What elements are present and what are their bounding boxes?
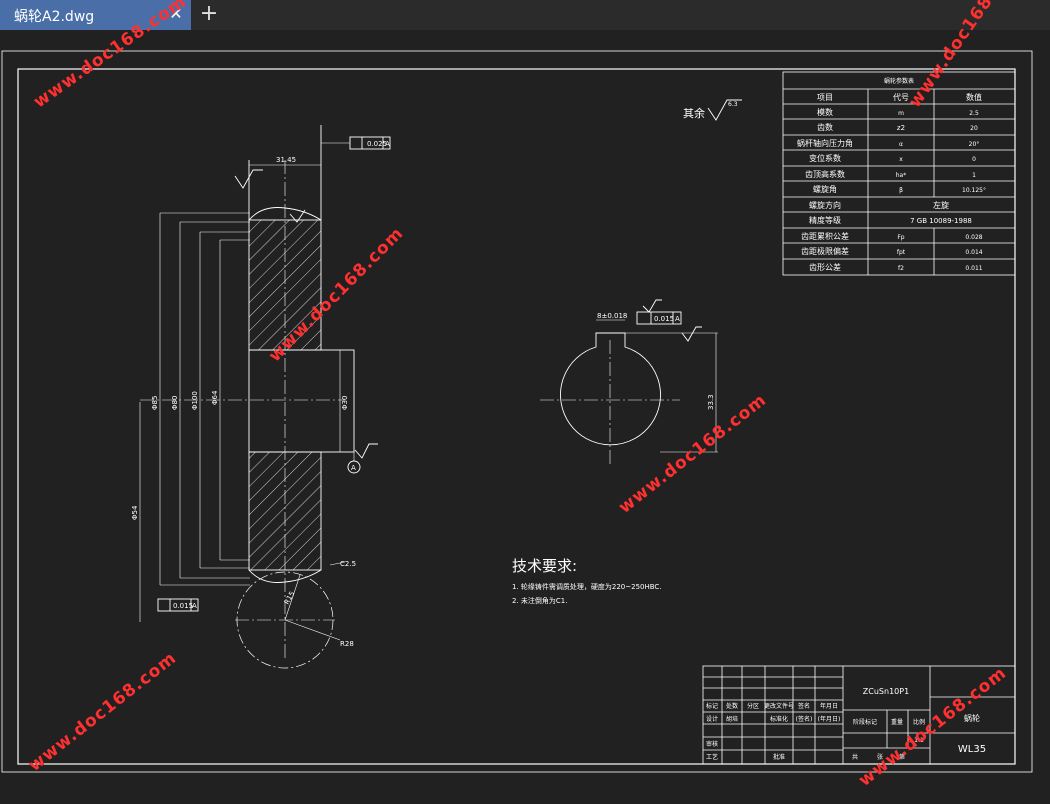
title-label-sheet-no: 第 xyxy=(899,753,905,761)
roughness-value: 6.3 xyxy=(728,101,738,108)
title-label-stage-mark: 阶段标记 xyxy=(853,718,877,726)
tol-sym-value: 0.015 xyxy=(654,315,674,323)
param-row-code: f2 xyxy=(898,265,904,272)
title-scale-value: 1:1 xyxy=(914,737,924,744)
param-row-code: ha* xyxy=(896,172,906,179)
title-label-date: 年月日 xyxy=(820,702,838,710)
param-row-name: 齿距累积公差 xyxy=(801,231,849,241)
param-row-name: 变位系数 xyxy=(809,153,841,163)
param-row-value: 20 xyxy=(970,125,978,132)
param-row-name: 齿顶高系数 xyxy=(805,169,845,179)
title-label-weight: 重量 xyxy=(891,718,903,726)
dim-bore: Φ30 xyxy=(341,396,349,410)
dim-tip-diameter: Φ80 xyxy=(171,396,179,410)
param-row-name: 齿距极限偏差 xyxy=(801,246,849,256)
close-icon[interactable]: ✕ xyxy=(169,4,183,23)
param-row-value: 0.014 xyxy=(965,249,982,256)
title-label-sign: 签名 xyxy=(798,702,810,710)
title-label-zone: 分区 xyxy=(747,702,759,710)
param-header-item: 项目 xyxy=(817,93,833,102)
dim-key-width: 8±0.018 xyxy=(597,312,627,320)
param-row-code: m xyxy=(898,110,904,117)
title-label-sign-date: (签名) xyxy=(796,715,813,723)
title-drawing-no: WL35 xyxy=(958,744,986,755)
dim-outer-diameter: Φ85 xyxy=(151,396,159,410)
add-tab-icon[interactable]: + xyxy=(199,1,219,26)
param-row-value: 7 GB 10089-1988 xyxy=(910,217,972,225)
title-label-approve: 批准 xyxy=(773,753,785,761)
param-header-value: 数值 xyxy=(966,92,982,102)
param-header-code: 代号 xyxy=(893,92,909,102)
tech-req-note-1: 1. 轮缘铸件需调质处理，硬度为220~250HBC. xyxy=(512,582,662,591)
param-row-code: Fp xyxy=(897,234,904,241)
parameter-table xyxy=(782,71,1016,276)
param-row-name: 螺旋角 xyxy=(813,184,837,194)
param-row-value: 0 xyxy=(972,156,976,163)
param-row-value: 2.5 xyxy=(969,110,979,117)
title-label-review: 审核 xyxy=(706,740,718,748)
param-row-code: fpt xyxy=(897,249,906,256)
dim-hub-diameter: Φ54 xyxy=(131,505,139,520)
tol-runout-value: 0.025 xyxy=(367,140,387,148)
title-label-process: 工艺 xyxy=(706,753,718,761)
title-label-ymd: (年月日) xyxy=(818,715,841,723)
tol-face-datum: A xyxy=(192,602,197,610)
param-row-name: 齿形公差 xyxy=(809,262,841,272)
title-label-standardize: 标准化 xyxy=(770,715,788,723)
keyway-side-view xyxy=(540,299,718,465)
param-row-name: 螺旋方向 xyxy=(809,200,841,210)
title-label-count: 处数 xyxy=(726,702,738,710)
param-row-value: 10.125° xyxy=(962,187,986,194)
param-row-code: β xyxy=(899,187,903,194)
title-material: ZCuSn10P1 xyxy=(863,687,909,696)
title-label-sheet: 张 xyxy=(877,753,883,761)
param-row-code: x xyxy=(899,156,903,163)
tol-runout-datum: A xyxy=(385,140,390,148)
tech-req-title: 技术要求: xyxy=(512,557,577,575)
roughness-note: 其余 xyxy=(683,106,705,120)
param-row-name: 蜗杆轴向压力角 xyxy=(797,138,853,148)
sheet-inner-border xyxy=(17,68,1016,765)
title-label-scale: 比例 xyxy=(913,718,925,726)
dim-key-depth: 33.3 xyxy=(707,394,715,410)
title-label-sheet-total: 共 xyxy=(852,753,858,761)
datum-a-label: A xyxy=(351,464,356,472)
title-part-name: 蜗轮 xyxy=(964,713,980,723)
title-label-design: 设计 xyxy=(706,715,718,723)
param-row-value: 1 xyxy=(972,172,976,179)
worm-wheel-section-view xyxy=(139,125,391,669)
tab-bar: 蜗轮A2.dwg ✕ + xyxy=(0,0,1050,30)
param-row-code: α xyxy=(899,141,903,148)
param-row-value: 左旋 xyxy=(933,200,949,210)
title-designer: 胡培 xyxy=(726,715,738,723)
param-row-name: 模数 xyxy=(817,107,833,117)
title-block xyxy=(702,665,1016,765)
param-row-value: 0.028 xyxy=(965,234,982,241)
param-row-value: 0.011 xyxy=(965,265,982,272)
dim-radius: R15 xyxy=(283,590,297,606)
param-row-value: 20° xyxy=(969,141,980,148)
sheet-outer-border xyxy=(1,50,1033,773)
tech-req-note-2: 2. 未注倒角为C1. xyxy=(512,596,567,605)
param-row-name: 齿数 xyxy=(817,122,833,132)
cad-drawing: 31.45 0.025 A 0.015 A A C2.5 R28 R15 Φ54… xyxy=(1,50,1033,773)
title-label-change-doc: 更改文件号 xyxy=(764,702,794,710)
tol-sym-datum: A xyxy=(675,315,680,323)
param-row-name: 精度等级 xyxy=(809,215,841,225)
dim-pitch-diameter: Φ100 xyxy=(191,391,199,410)
param-table-title: 蜗轮参数表 xyxy=(884,77,914,85)
tab-title: 蜗轮A2.dwg xyxy=(14,9,95,25)
dim-hub-width: 31.45 xyxy=(276,156,296,164)
dim-root-diameter: Φ64 xyxy=(211,390,219,405)
tol-face-value: 0.015 xyxy=(173,602,193,610)
title-label-mark: 标记 xyxy=(706,702,718,710)
dim-chamfer: C2.5 xyxy=(340,560,356,568)
tab-drawing-file[interactable]: 蜗轮A2.dwg ✕ xyxy=(0,0,191,30)
param-row-code: z2 xyxy=(897,124,905,132)
dim-throat-radius: R28 xyxy=(340,640,354,648)
